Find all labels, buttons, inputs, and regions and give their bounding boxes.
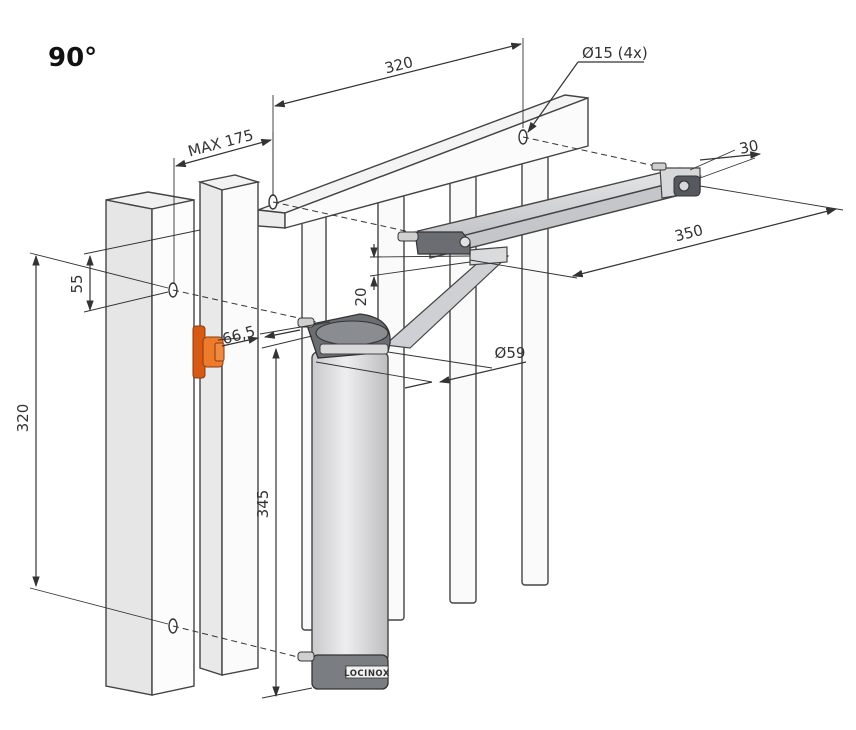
dim-left-320: 320 bbox=[14, 252, 169, 625]
dim-345: 345 bbox=[254, 335, 313, 699]
dim-label: 55 bbox=[68, 274, 86, 293]
dim-label: MAX 175 bbox=[186, 126, 255, 161]
dim-20: 20 bbox=[352, 244, 471, 307]
dim-30: 30 bbox=[689, 136, 762, 179]
post bbox=[105, 191, 195, 696]
dim-label: 30 bbox=[738, 136, 760, 158]
dim-label: Ø59 bbox=[495, 344, 526, 362]
dim-label: 345 bbox=[254, 490, 272, 519]
gate-top-rail bbox=[257, 94, 589, 229]
brand-logo: LOCINOX bbox=[344, 669, 390, 679]
closer-cylinder: LOCINOX bbox=[297, 313, 391, 690]
dim-hole-diameter: Ø15 (4x) bbox=[527, 44, 648, 133]
hinge bbox=[192, 325, 225, 379]
dim-label: Ø15 (4x) bbox=[582, 44, 648, 62]
title: 90° bbox=[48, 43, 97, 73]
main-arm bbox=[397, 162, 703, 259]
dim-59: Ø59 bbox=[315, 344, 527, 389]
dim-label: 350 bbox=[673, 221, 705, 245]
dim-55: 55 bbox=[68, 229, 201, 313]
mounting-holes bbox=[168, 129, 528, 634]
dim-label: 20 bbox=[352, 287, 370, 306]
dim-label: 320 bbox=[383, 53, 415, 77]
dim-label: 320 bbox=[14, 404, 32, 433]
gate-stile bbox=[197, 174, 261, 676]
